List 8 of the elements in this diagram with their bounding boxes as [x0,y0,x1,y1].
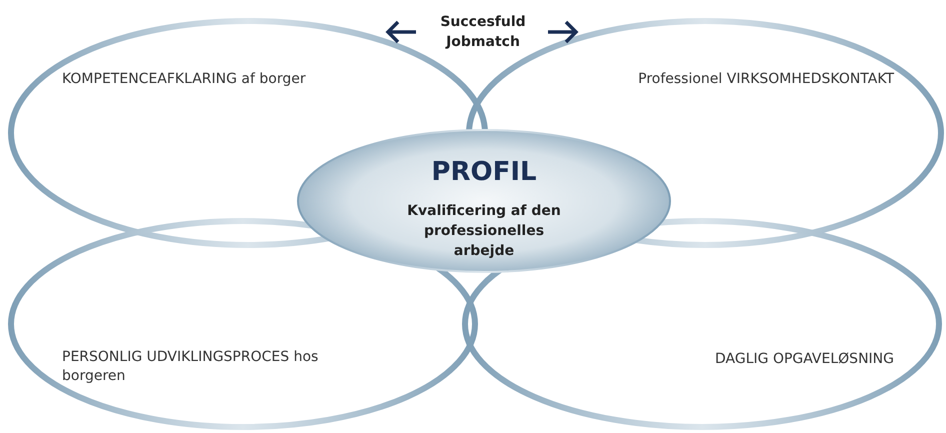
ellipse-node [295,127,673,275]
ellipse-label: PERSONLIG UDVIKLINGSPROCES hos borgeren [62,348,320,386]
heading: PROFIL [430,157,538,187]
subtitle: Kvalificering af den professionelles arbejde [406,202,562,261]
ellipse-label: DAGLIG OPGAVELØSNING [714,350,894,369]
ellipse-label: Professionel VIRKSOMHEDSKONTAKT [637,70,894,89]
caption-text: Succesfuld Jobmatch [439,13,527,52]
ellipse-label: KOMPETENCEAFKLARING af borger [62,70,307,89]
